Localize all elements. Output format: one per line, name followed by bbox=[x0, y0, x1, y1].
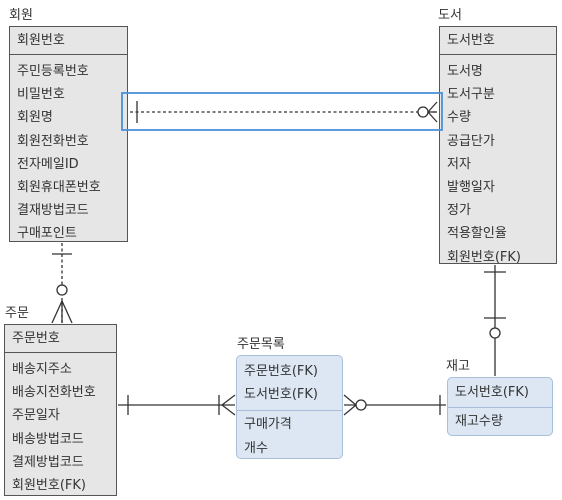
relationship-orderlist-stock bbox=[343, 394, 446, 416]
order-list-attribute: 개수 bbox=[244, 440, 268, 456]
order-list-attributes: 구매가격 개수 bbox=[237, 411, 342, 459]
relationship-order-orderlist bbox=[118, 394, 236, 416]
entity-label-order: 주문 bbox=[5, 306, 29, 321]
entity-label-order-list: 주문목록 bbox=[237, 337, 285, 352]
book-attribute: 발행일자 bbox=[447, 179, 495, 195]
book-attribute: 회원번호(FK) bbox=[447, 249, 521, 265]
order-attribute: 배송지주소 bbox=[12, 362, 72, 377]
book-attribute: 공급단가 bbox=[447, 133, 495, 149]
order-list-attribute: 구매가격 bbox=[244, 417, 292, 433]
entity-stock: 도서번호(FK) 재고수량 bbox=[447, 377, 553, 436]
order-attributes: 배송지주소 배송지전화번호 주문일자 배송방법코드 결제방법코드 회원번호(FK… bbox=[5, 353, 116, 497]
relationship-member-book bbox=[130, 101, 438, 123]
member-attributes: 주민등록번호 비밀번호 회원명 회원전화번호 전자메일ID 회원휴대폰번호 결재… bbox=[10, 55, 127, 246]
order-list-key: 주문번호(FK) bbox=[244, 364, 318, 379]
order-list-key: 도서번호(FK) bbox=[244, 387, 318, 403]
relationship-book-stock bbox=[484, 265, 506, 376]
order-attribute: 배송방법코드 bbox=[12, 431, 84, 447]
order-primary-key: 주문번호 bbox=[5, 325, 116, 353]
book-attribute: 도서구분 bbox=[447, 87, 495, 103]
entity-book: 도서번호 도서명 도서구분 수량 공급단가 저자 발행일자 정가 적용할인율 회… bbox=[439, 26, 557, 265]
order-list-primary-keys: 주문번호(FK) 도서번호(FK) bbox=[237, 356, 342, 412]
entity-label-member: 회원 bbox=[9, 8, 33, 23]
book-attribute: 정가 bbox=[447, 203, 471, 219]
member-attribute: 비밀번호 bbox=[17, 87, 65, 103]
member-attribute: 회원전화번호 bbox=[17, 133, 89, 149]
stock-attribute: 재고수량 bbox=[455, 414, 503, 429]
entity-order: 주문번호 배송지주소 배송지전화번호 주문일자 배송방법코드 결제방법코드 회원… bbox=[4, 324, 117, 496]
book-attribute: 수량 bbox=[447, 110, 471, 126]
book-attributes: 도서명 도서구분 수량 공급단가 저자 발행일자 정가 적용할인율 회원번호(F… bbox=[440, 55, 556, 269]
member-attribute: 주민등록번호 bbox=[17, 64, 89, 79]
entity-label-book: 도서 bbox=[438, 8, 462, 23]
stock-primary-key: 도서번호(FK) bbox=[448, 378, 552, 408]
member-attribute: 회원명 bbox=[17, 110, 53, 126]
book-primary-key: 도서번호 bbox=[440, 27, 556, 55]
member-attribute: 전자메일ID bbox=[17, 156, 79, 172]
member-attribute: 결재방법코드 bbox=[17, 203, 89, 219]
member-primary-key: 회원번호 bbox=[10, 27, 127, 55]
entity-member: 회원번호 주민등록번호 비밀번호 회원명 회원전화번호 전자메일ID 회원휴대폰… bbox=[9, 26, 128, 242]
member-attribute: 구매포인트 bbox=[17, 226, 77, 242]
stock-attributes: 재고수량 bbox=[448, 408, 552, 433]
book-attribute: 저자 bbox=[447, 156, 471, 172]
member-attribute: 회원휴대폰번호 bbox=[17, 179, 101, 195]
order-attribute: 주문일자 bbox=[12, 408, 60, 424]
book-attribute: 적용할인율 bbox=[447, 226, 507, 242]
order-attribute: 회원번호(FK) bbox=[12, 477, 86, 493]
book-attribute: 도서명 bbox=[447, 64, 483, 79]
highlight-box bbox=[121, 92, 443, 131]
entity-order-list: 주문번호(FK) 도서번호(FK) 구매가격 개수 bbox=[236, 355, 343, 459]
order-attribute: 결제방법코드 bbox=[12, 454, 84, 470]
relationship-member-order bbox=[51, 243, 73, 324]
entity-label-stock: 재고 bbox=[446, 359, 470, 374]
order-attribute: 배송지전화번호 bbox=[12, 385, 96, 401]
